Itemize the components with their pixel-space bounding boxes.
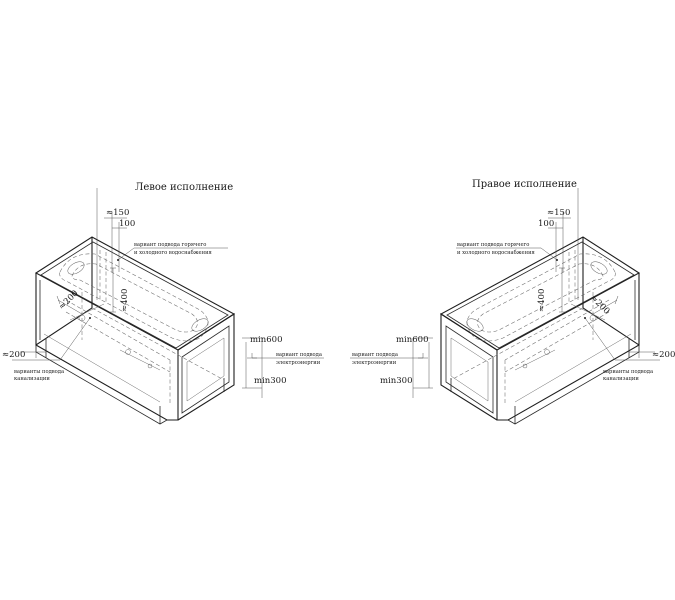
right-dimensions (412, 188, 655, 398)
right-note-drain-2: канализации (603, 376, 639, 382)
left-dim-100: 100 (119, 219, 135, 229)
left-bathtub (34, 236, 236, 425)
left-note-drain-2: канализации (14, 376, 50, 382)
right-note-water-1: вариант подвода горячего (457, 242, 529, 248)
right-dim-200-side: ≈200 (652, 350, 675, 360)
right-view: Правое исполнение (350, 179, 675, 425)
right-dim-min600: min600 (396, 335, 428, 345)
right-dim-150: ≈150 (547, 208, 570, 218)
left-dim-200-diag: ≈200 (57, 289, 81, 313)
left-dim-min600: min600 (250, 335, 282, 345)
right-dim-100: 100 (538, 219, 554, 229)
right-note-drain-1: варианты подвода (603, 369, 653, 375)
left-view-title: Левое исполнение (135, 182, 233, 193)
right-dim-400: ≈400 (537, 289, 547, 312)
left-view: Левое исполнение (2, 182, 324, 425)
left-dim-200-side: ≈200 (2, 350, 25, 360)
left-note-water-1: вариант подвода горячего (134, 242, 206, 248)
left-dim-150: ≈150 (106, 208, 129, 218)
left-dim-400: ≈400 (120, 289, 130, 312)
right-bathtub (439, 236, 641, 425)
left-dimensions (20, 188, 263, 398)
right-note-power-1: вариант подвода (352, 352, 398, 358)
left-note-water-2: и холодного водоснабжения (134, 249, 212, 256)
right-callouts (350, 247, 660, 361)
left-dim-min300: min300 (254, 376, 286, 386)
left-note-power-2: электроэнергии (276, 360, 321, 366)
right-note-power-2: электроэнергии (352, 360, 397, 366)
left-note-power-1: вариант подвода (276, 352, 322, 358)
right-dim-min300: min300 (380, 376, 412, 386)
right-view-title: Правое исполнение (472, 179, 577, 190)
right-note-water-2: и холодного водоснабжения (457, 249, 535, 256)
left-note-drain-1: варианты подвода (14, 369, 64, 375)
left-callouts (12, 247, 324, 361)
